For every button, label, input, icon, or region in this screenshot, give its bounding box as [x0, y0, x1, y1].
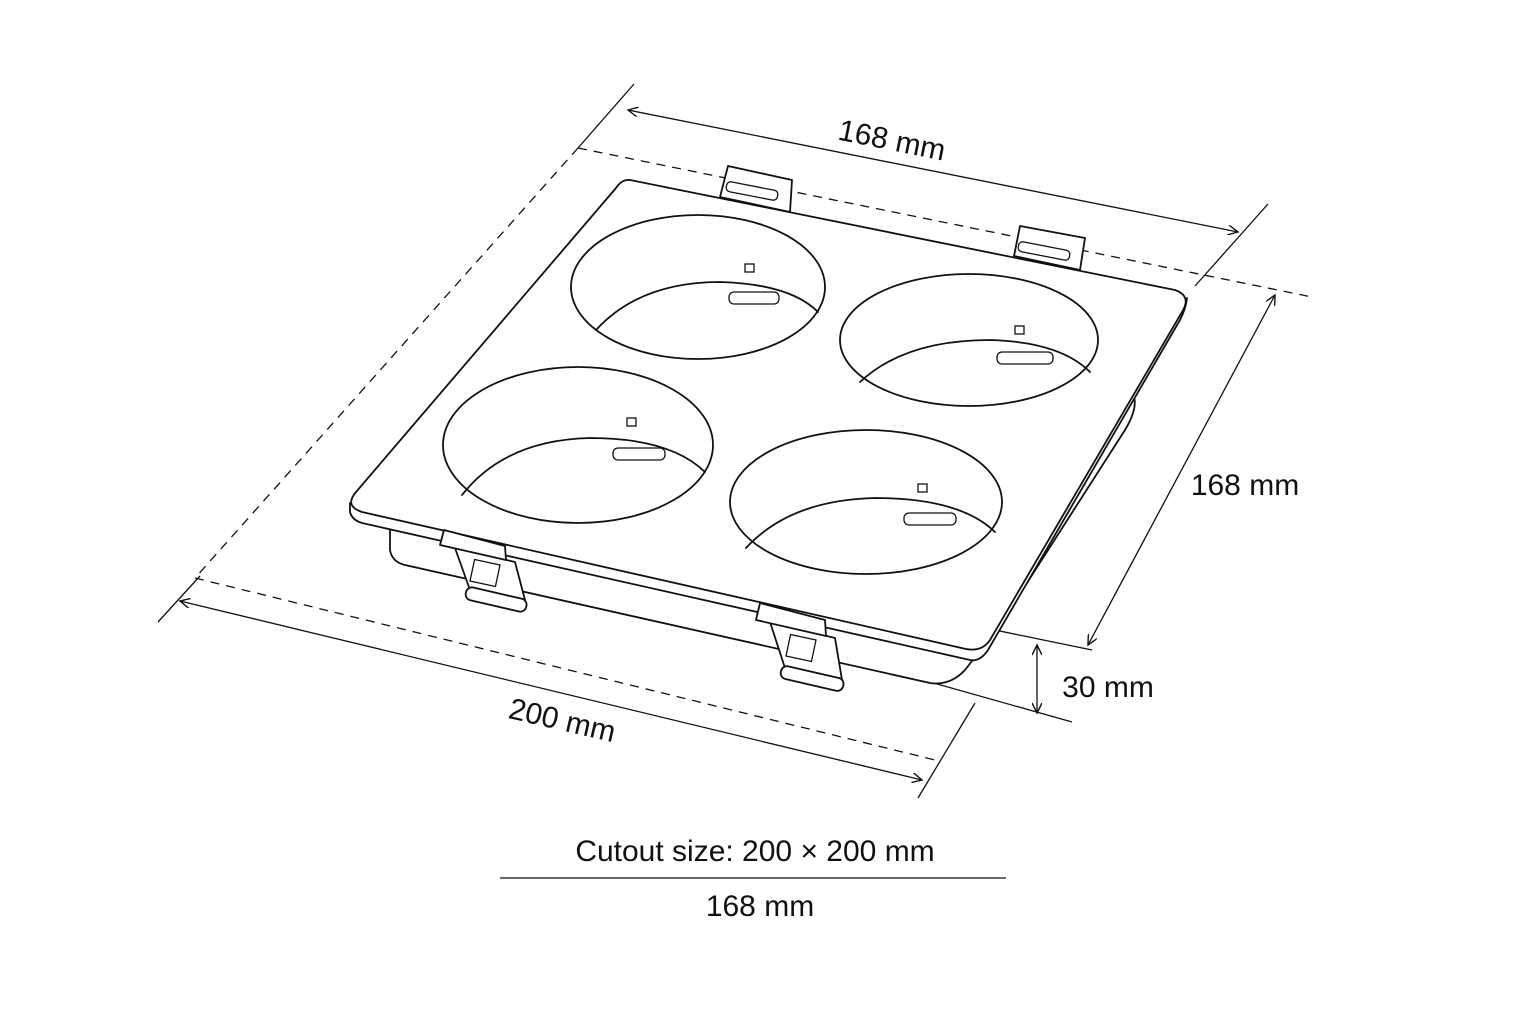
spring-clip-front-right: [755, 602, 845, 692]
cutout-size-label: Cutout size: 200 × 200 mm: [575, 835, 934, 868]
right-dimension-label: 168 mm: [1191, 469, 1299, 502]
cutout-size-note: Cutout size: 200 × 200 mm 168 mm: [500, 835, 1006, 923]
lamp-hole-1: [570, 214, 826, 360]
right-dimension: 168 mm: [1088, 295, 1299, 645]
height-dimension-label: 30 mm: [1062, 671, 1154, 704]
spring-clip-back-right: [1013, 225, 1086, 271]
top-dimension-label: 168 mm: [835, 114, 948, 168]
lamp-hole-3: [442, 366, 714, 524]
cutout-size-sub-label: 168 mm: [706, 890, 814, 923]
height-dimension: 30 mm: [929, 627, 1154, 723]
spring-clip-front-left: [439, 529, 528, 613]
lamp-hole-4: [729, 429, 1003, 575]
bottom-dimension-label: 200 mm: [506, 692, 619, 749]
spring-clip-back-left: [719, 165, 793, 213]
luminaire: [349, 165, 1188, 692]
lamp-hole-2: [839, 273, 1099, 407]
